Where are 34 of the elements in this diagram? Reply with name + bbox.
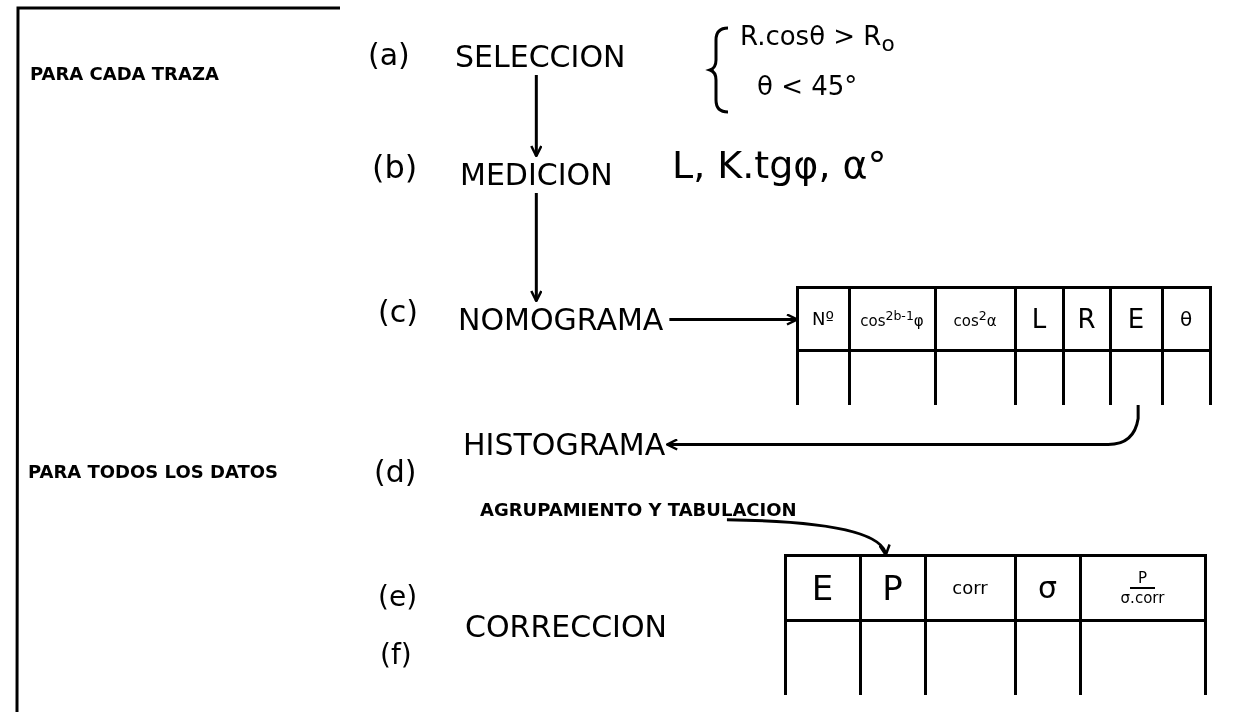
column-heading: σ	[1038, 570, 1057, 605]
arrow	[665, 405, 1140, 451]
column-heading: L	[1031, 303, 1047, 334]
step-label: MEDICION	[460, 158, 613, 191]
column-heading: θ	[1179, 306, 1193, 331]
formula-text: R.cosθ > R$_{o}$	[740, 22, 895, 56]
arrow	[530, 193, 543, 303]
step-label: NOMOGRAMA	[458, 303, 664, 336]
column-heading: P	[882, 567, 903, 608]
column-heading: E	[1127, 303, 1145, 334]
step-letter: (f)	[380, 640, 412, 671]
arrow	[530, 75, 543, 158]
column-heading: Nº	[812, 308, 834, 329]
column-heading: E	[811, 567, 834, 608]
step-letter: (d)	[374, 455, 417, 488]
data-table	[785, 555, 1205, 695]
step-letter: (b)	[372, 150, 418, 186]
step-label: HISTOGRAMA	[463, 428, 666, 461]
data-table	[797, 287, 1210, 405]
fraction-heading: P σ.corr	[1120, 568, 1165, 607]
column-heading: cos$^{2}$α	[953, 307, 997, 330]
formula-text: L, K.tgφ, α°	[672, 145, 887, 187]
section-label: PARA TODOS LOS DATOS	[28, 462, 278, 482]
step-letter: (a)	[368, 38, 410, 71]
formula-text: θ < 45°	[757, 72, 858, 101]
column-heading: corr	[952, 577, 988, 598]
step-letter: (c)	[378, 295, 418, 328]
column-heading: R	[1077, 303, 1096, 334]
column-heading: cos$^{2b-1}$φ	[860, 307, 924, 330]
step-label: SELECCION	[455, 40, 626, 73]
step-label: CORRECCION	[465, 610, 667, 643]
step-label: AGRUPAMIENTO Y TABULACION	[480, 500, 797, 520]
step-letter: (e)	[378, 582, 418, 613]
section-label: PARA CADA TRAZA	[30, 64, 219, 84]
